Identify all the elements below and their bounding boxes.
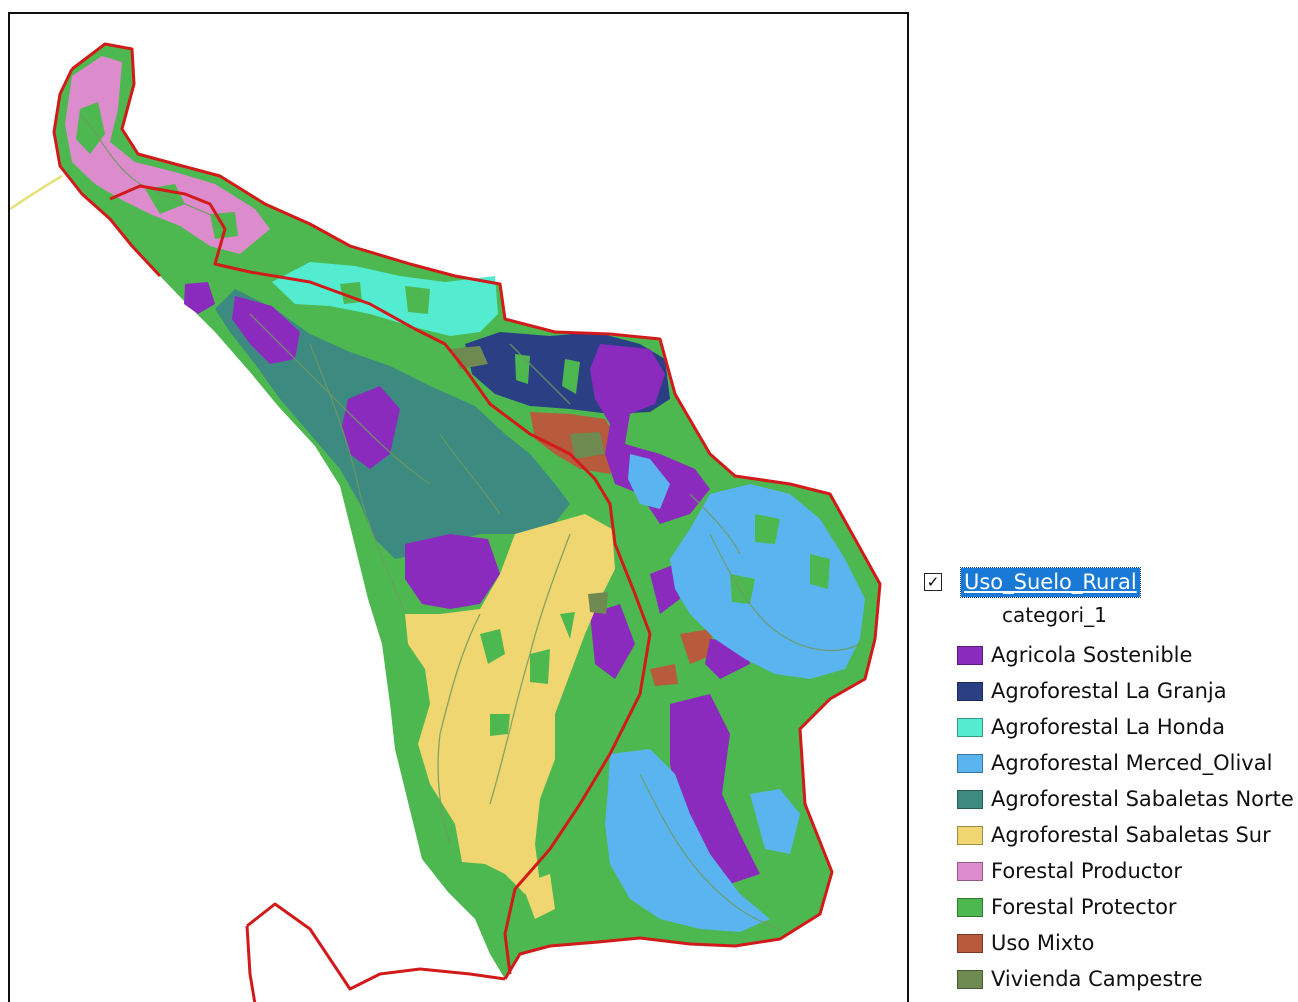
zone-uso-mixto-2: [650, 629, 715, 686]
legend-item[interactable]: Agricola Sostenible: [957, 637, 1294, 673]
legend-label: Agricola Sostenible: [991, 643, 1193, 667]
map-canvas[interactable]: [10, 14, 909, 1002]
symbology-field-name: categori_1: [1002, 603, 1107, 627]
zone-agricola-3: [405, 534, 500, 609]
layer-visibility-checkbox[interactable]: ✓: [924, 573, 942, 591]
legend-label: Agroforestal La Honda: [991, 715, 1225, 739]
layer-name[interactable]: Uso_Suelo_Rural: [960, 566, 1141, 598]
hydro-lines: [79, 113, 861, 930]
legend-list: Agricola Sostenible Agroforestal La Gran…: [957, 637, 1294, 997]
zone-sabaletas-sur-green: [480, 612, 575, 736]
zone-agricola-7: [184, 282, 215, 314]
legend-item[interactable]: Agroforestal La Honda: [957, 709, 1294, 745]
zone-agricola-6: [590, 604, 635, 679]
legend-swatch[interactable]: [957, 933, 983, 953]
zone-agricola-east-1: [590, 344, 710, 524]
legend-item[interactable]: Forestal Protector: [957, 889, 1294, 925]
legend-swatch[interactable]: [957, 969, 983, 989]
zone-la-granja-green: [515, 354, 580, 394]
zone-merced-olival-green: [730, 514, 830, 604]
legend-label: Agroforestal Merced_Olival: [991, 751, 1273, 775]
legend-label: Agroforestal Sabaletas Norte: [991, 787, 1294, 811]
legend-item[interactable]: Vivienda Campestre: [957, 961, 1294, 997]
zone-merced-olival: [670, 484, 865, 679]
legend-swatch[interactable]: [957, 753, 983, 773]
layer-row[interactable]: ✓ Uso_Suelo_Rural: [924, 565, 1141, 599]
legend-item[interactable]: Forestal Productor: [957, 853, 1294, 889]
legend-label: Agroforestal Sabaletas Sur: [991, 823, 1271, 847]
legend-label: Uso Mixto: [991, 931, 1095, 955]
zone-agricola-east-2: [650, 564, 680, 614]
legend-label: Vivienda Campestre: [991, 967, 1203, 991]
road-line: [10, 174, 63, 211]
table-of-contents: ✓ Uso_Suelo_Rural categori_1 Agricola So…: [924, 565, 1296, 991]
zone-merced-olival-3: [628, 454, 670, 509]
zone-merced-olival-4: [750, 789, 800, 854]
legend-item[interactable]: Agroforestal Sabaletas Sur: [957, 817, 1294, 853]
checkmark-icon: ✓: [926, 572, 940, 591]
legend-label: Forestal Protector: [991, 895, 1177, 919]
zone-merced-olival-2: [605, 749, 770, 932]
legend-swatch[interactable]: [957, 645, 983, 665]
legend-label: Forestal Productor: [991, 859, 1183, 883]
legend-item[interactable]: Agroforestal La Granja: [957, 673, 1294, 709]
legend-item[interactable]: Agroforestal Merced_Olival: [957, 745, 1294, 781]
legend-label: Agroforestal La Granja: [991, 679, 1227, 703]
legend-swatch[interactable]: [957, 897, 983, 917]
legend-item[interactable]: Agroforestal Sabaletas Norte: [957, 781, 1294, 817]
legend-swatch[interactable]: [957, 825, 983, 845]
legend-swatch[interactable]: [957, 861, 983, 881]
legend-item[interactable]: Uso Mixto: [957, 925, 1294, 961]
legend-swatch[interactable]: [957, 789, 983, 809]
legend-swatch[interactable]: [957, 717, 983, 737]
legend-swatch[interactable]: [957, 681, 983, 701]
zone-sabaletas-sur-2: [522, 874, 555, 919]
zone-sabaletas-sur: [405, 514, 615, 894]
zone-la-honda-green: [340, 282, 430, 314]
map-frame[interactable]: [8, 12, 909, 1002]
zone-la-honda: [272, 262, 498, 336]
vereda-boundaries: [52, 42, 882, 1002]
zone-forestal-productor: [65, 56, 270, 254]
